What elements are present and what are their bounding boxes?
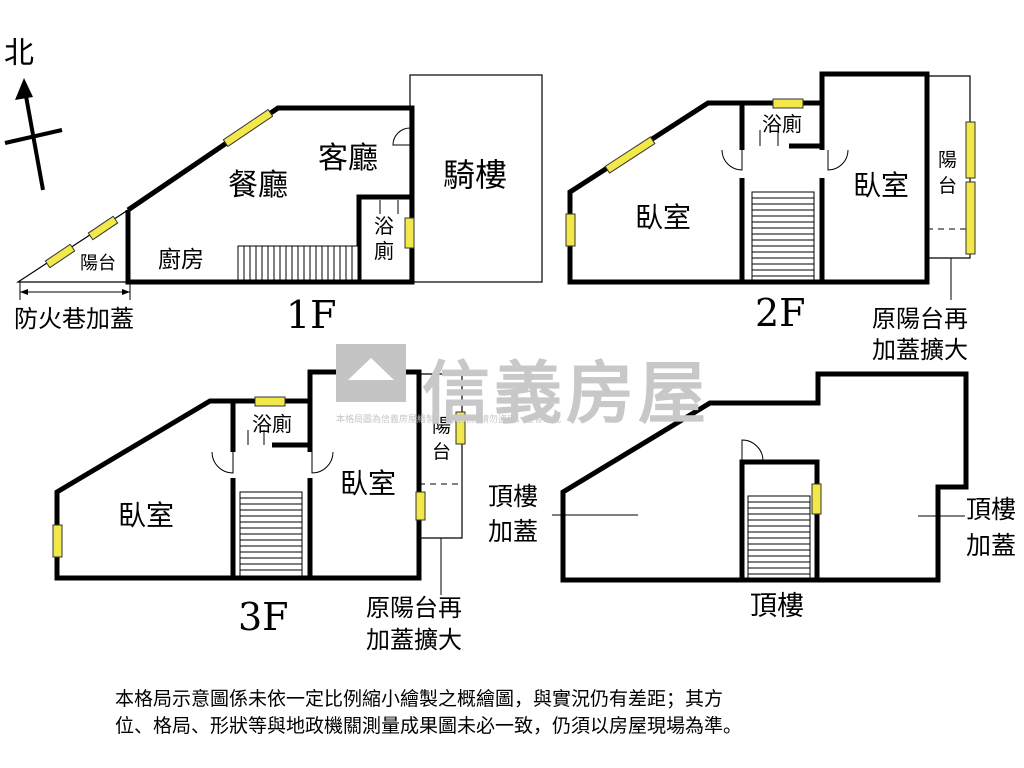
disclaimer-line-2: 位、格局、形狀等與地政機關測量成果圖未必一致，仍須以房屋現場為準。 (115, 715, 743, 737)
floor-2-balcony-window-lower (965, 181, 976, 255)
floor-1-kitchen-label: 廚房 (158, 247, 204, 273)
floor-1-fire-lane-note: 防火巷加蓋 (14, 305, 134, 333)
floor-1-bathroom-door (379, 200, 399, 214)
floor-1-balcony-label: 陽台 (80, 253, 116, 274)
floor-3-note-line1: 原陽台再 (366, 594, 462, 622)
roof-right-label-1: 頂樓 (966, 495, 1016, 524)
roof-left-label-1: 頂樓 (488, 482, 538, 511)
floor-2-bedroom-left-window (604, 136, 656, 174)
floor-2-bedroom-right-label: 臥室 (853, 169, 909, 202)
roof-outer-wall (560, 371, 969, 583)
floor-2-note-line1: 原陽台再 (872, 305, 968, 333)
floor-1-bath-label-1: 浴 (374, 214, 394, 238)
fire-lane-window-upper (87, 215, 119, 241)
floor-1-dining-window (222, 108, 274, 148)
floor-2-name: 2F (755, 291, 806, 335)
roof-left-label-2: 加蓋 (488, 517, 538, 546)
floor-3-name: 3F (238, 595, 289, 639)
floor-1-dining-label: 餐廳 (228, 168, 288, 203)
fire-lane-dimension (19, 282, 131, 300)
fire-lane-window-lower (44, 243, 76, 269)
floor-2-note-line2: 加蓋擴大 (872, 336, 968, 364)
floor-3-outer-wall (54, 369, 422, 581)
floor-2-west-window (565, 213, 576, 247)
floor-2-outer-wall (567, 71, 930, 285)
floor-1-front-door (392, 127, 411, 146)
floor-3-balcony-label-2: 台 (432, 441, 451, 463)
floor-2-door-right (827, 149, 849, 171)
floor-1-name: 1F (286, 293, 337, 337)
north-label: 北 (4, 36, 34, 71)
floor-2-bath-window (772, 98, 804, 109)
floor-3-door-right (311, 451, 334, 474)
floor-1-arcade-label: 騎樓 (443, 156, 507, 194)
roof-name: 頂樓 (750, 591, 804, 622)
floor-3-bath-label: 浴廁 (252, 412, 292, 436)
floor-2-plan (565, 71, 976, 300)
north-arrow-icon (4, 78, 63, 191)
floor-2-balcony-label-2: 台 (938, 175, 957, 197)
floor-3-door-left (211, 451, 234, 474)
roof-plan (552, 371, 969, 583)
floor-2-balcony-window-upper (965, 121, 976, 179)
roof-staircase (747, 495, 811, 579)
floor-1-bath-label-2: 廁 (374, 239, 394, 263)
disclaimer: 本格局示意圖係未依一定比例縮小繪製之概繪圖，與實況仍有差距；其方 位、格局、形狀… (115, 686, 915, 740)
floor-3-bedroom-right-label: 臥室 (340, 467, 396, 500)
floor-1-bathroom-window (404, 217, 415, 249)
floor-3-west-window (52, 524, 63, 558)
disclaimer-line-1: 本格局示意圖係未依一定比例縮小繪製之概繪圖，與實況仍有差距；其方 (115, 688, 724, 710)
floor-2-staircase (751, 191, 815, 281)
roof-window (811, 483, 822, 515)
floor-2-bath-door (759, 130, 779, 146)
floor-3-plan (52, 369, 466, 595)
roof-right-label-2: 加蓋 (966, 531, 1016, 560)
floor-2-balcony-label-1: 陽 (938, 149, 957, 171)
floor-3-bath-door (247, 430, 265, 445)
floor-3-balcony-label-1: 陽 (432, 415, 451, 437)
floor-2-bath-label: 浴廁 (762, 112, 802, 136)
floor-3-staircase (239, 491, 303, 577)
floor-2-door-left (721, 149, 743, 171)
floor-3-balcony-window (455, 411, 466, 445)
roof-door (741, 439, 764, 463)
floor-3-bedroom-left-label: 臥室 (118, 499, 174, 532)
floor-3-bedroom-window (415, 491, 426, 521)
floor-1-plan (15, 74, 543, 300)
roof-stair-housing (739, 459, 820, 580)
floor-3-note-line2: 加蓋擴大 (366, 626, 462, 654)
floor-1-staircase (237, 245, 360, 281)
floor-1-living-label: 客廳 (318, 141, 378, 176)
floor-2-bedroom-left-label: 臥室 (635, 201, 691, 234)
floor-3-bath-window (254, 396, 286, 407)
